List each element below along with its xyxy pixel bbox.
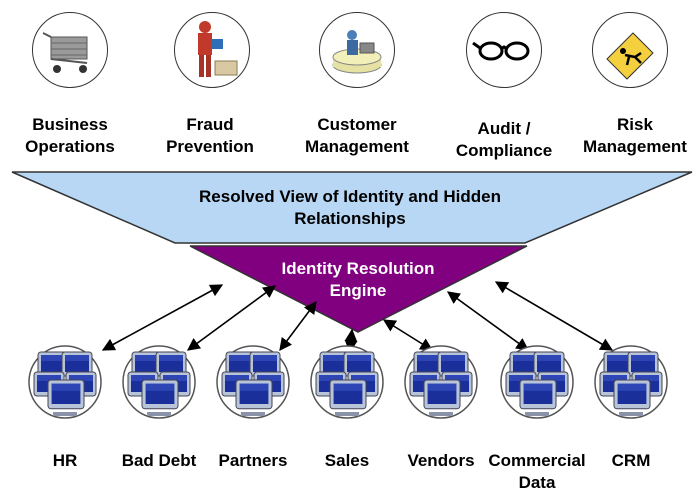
resolved-view-banner xyxy=(11,171,693,244)
arrow-hr xyxy=(101,284,224,351)
source-label-hr: HR xyxy=(52,451,78,470)
arrow-vendors xyxy=(382,319,434,351)
computer-monitors-icon xyxy=(216,342,290,422)
source-label-sales: Sales xyxy=(324,451,370,470)
arrow-bad-debt xyxy=(186,285,277,351)
source-label-vendors: Vendors xyxy=(407,451,475,470)
eyeglasses-icon xyxy=(466,12,542,88)
computer-monitors-icon xyxy=(404,342,478,422)
computer-monitors-icon xyxy=(594,342,668,422)
person-with-box-icon xyxy=(174,12,250,88)
computer-monitors-icon xyxy=(500,342,574,422)
computer-monitors-icon xyxy=(122,342,196,422)
computer-monitors-icon xyxy=(28,342,102,422)
arrow-partners xyxy=(279,300,317,352)
computer-monitors-icon xyxy=(310,342,384,422)
source-label-bad-debt: Bad Debt xyxy=(121,451,197,470)
connection-arrows xyxy=(101,281,614,354)
shopping-cart-icon xyxy=(32,12,108,88)
person-at-desk-icon xyxy=(319,12,395,88)
arrow-crm xyxy=(494,281,614,351)
consumer-label-audit-compliance: Audit /Compliance xyxy=(455,119,553,160)
source-label-crm: CRM xyxy=(611,451,651,470)
source-label-partners: Partners xyxy=(218,451,288,470)
caution-slip-icon xyxy=(592,12,668,88)
